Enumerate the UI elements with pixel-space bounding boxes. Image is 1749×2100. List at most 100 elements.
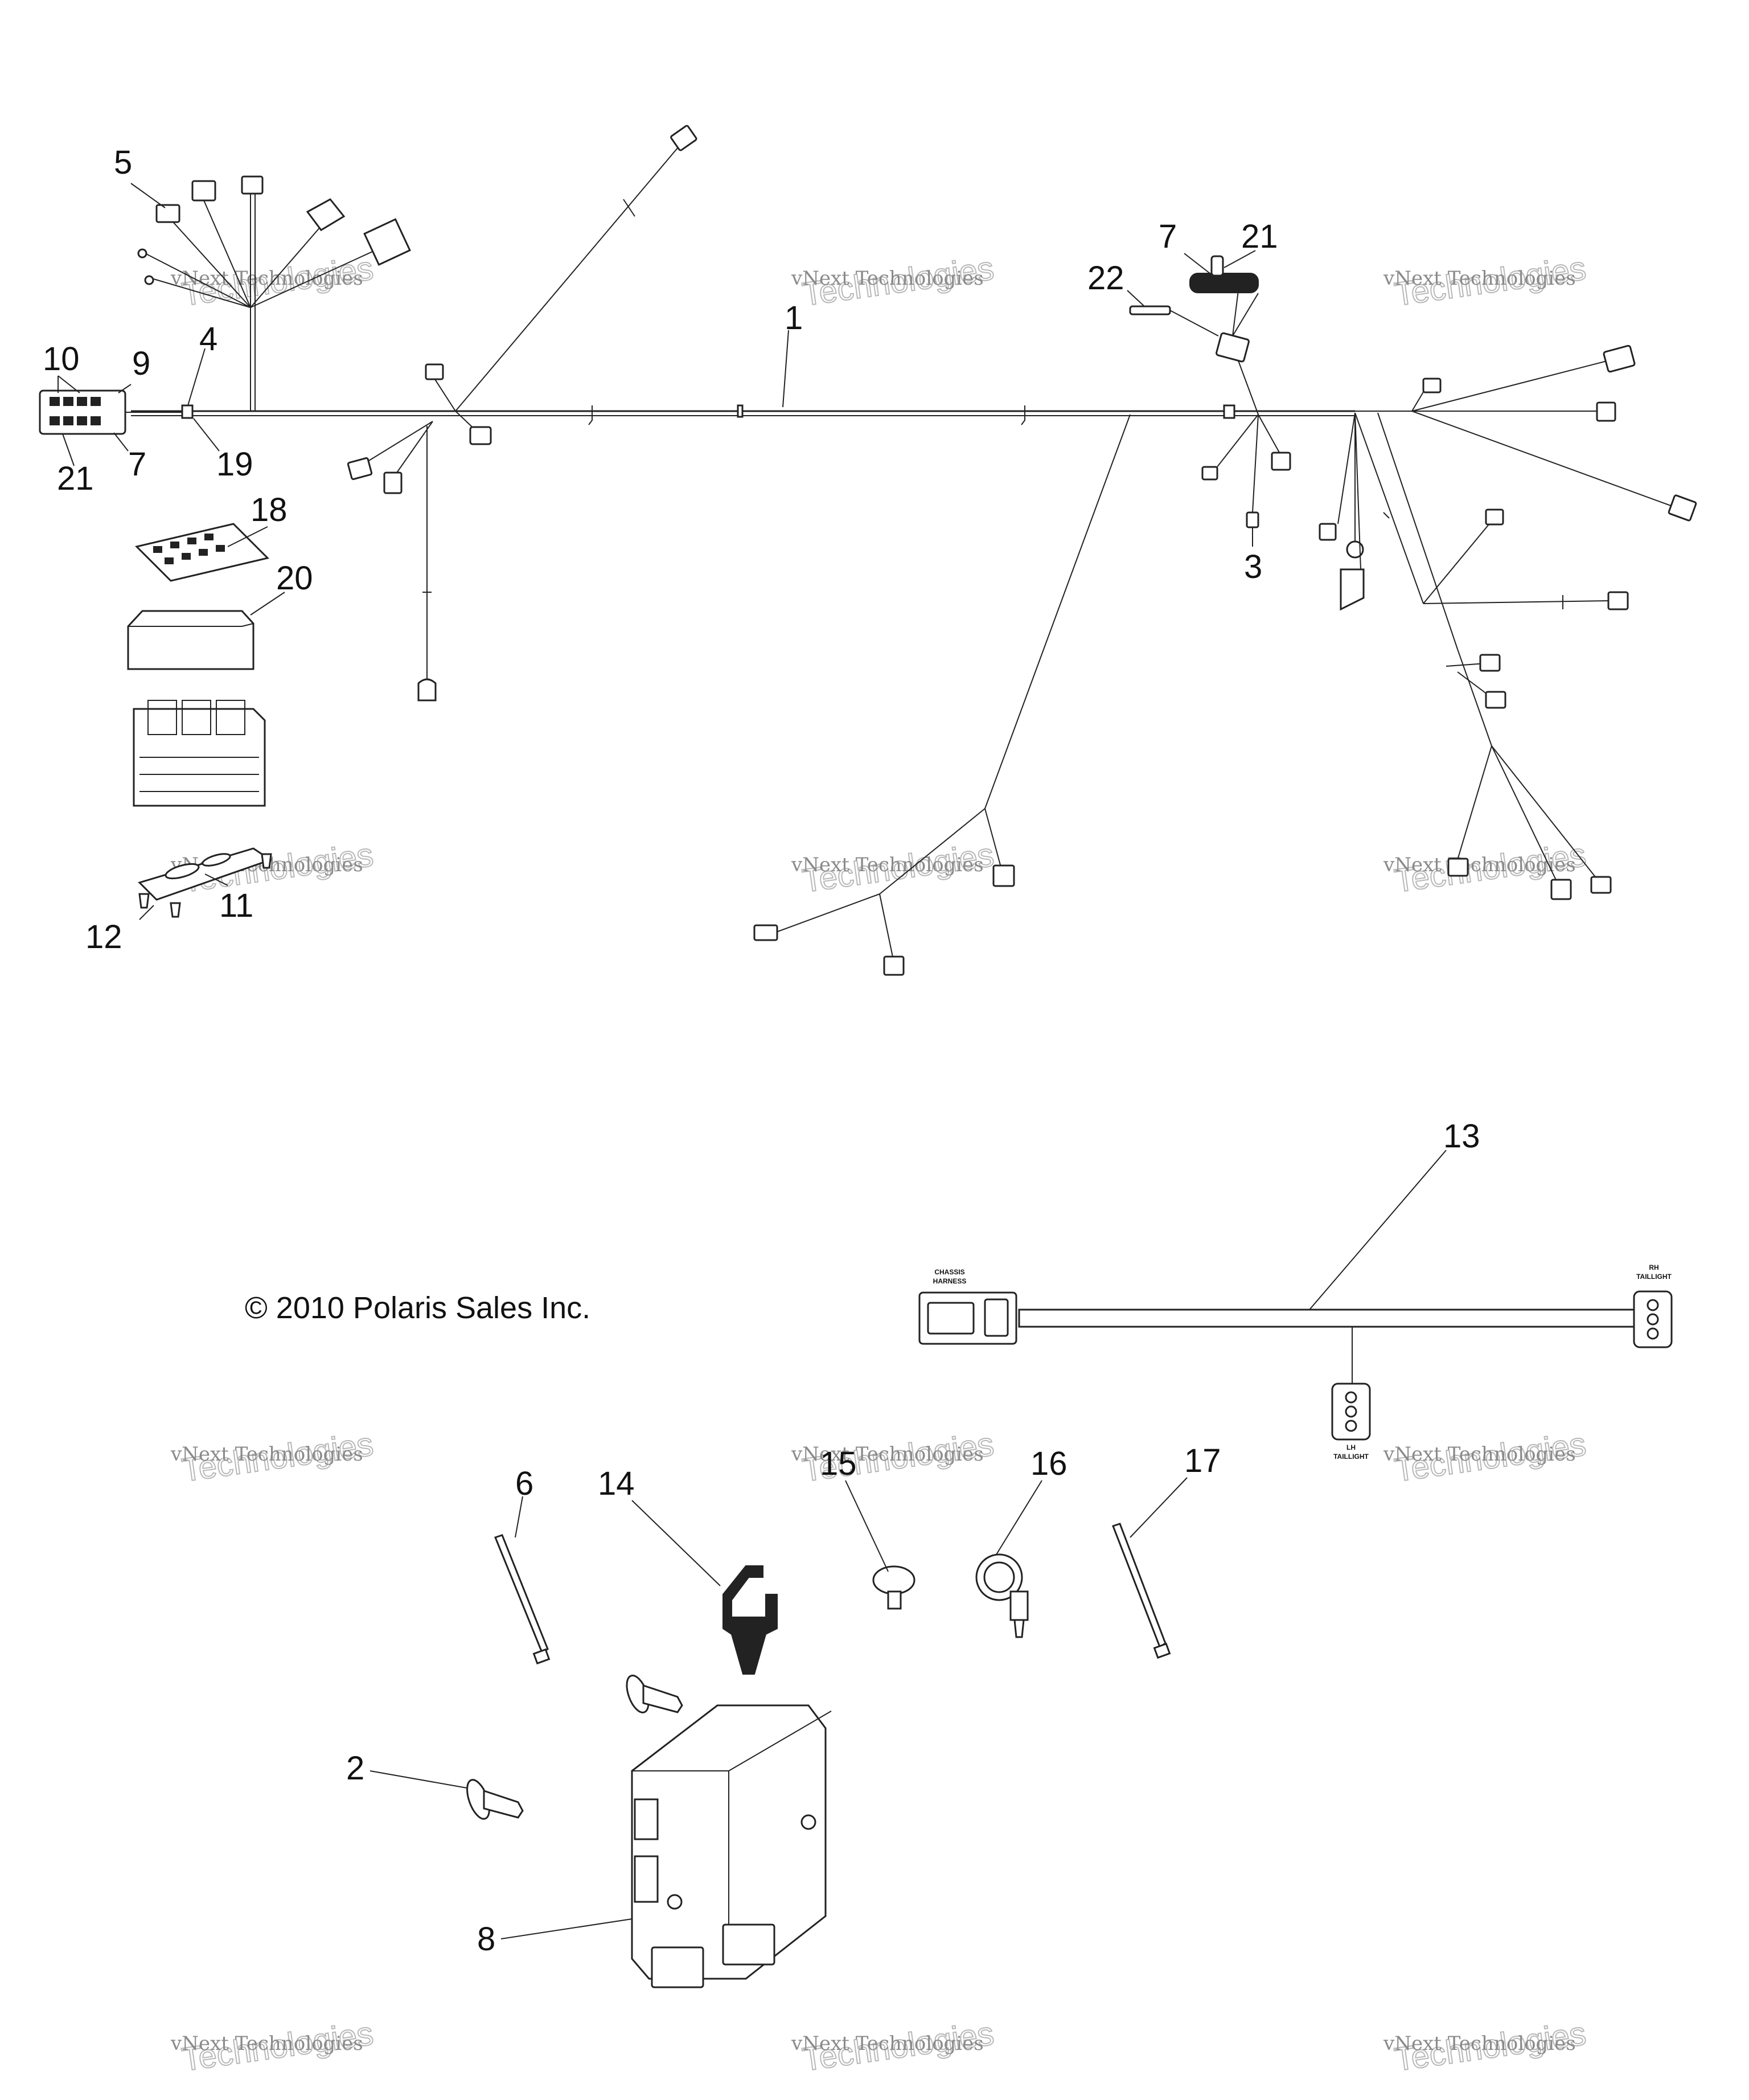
wire	[1258, 414, 1282, 456]
connector	[883, 955, 905, 976]
connector	[469, 426, 492, 445]
wire	[1232, 293, 1259, 337]
bracket-slot	[202, 853, 231, 867]
wire	[984, 414, 1131, 809]
pin	[1647, 1327, 1659, 1340]
bracket-slot	[165, 863, 200, 880]
watermark-text: vNext Technologies	[1383, 2032, 1576, 2055]
callouts: 1 2 3 4 5 6 7 7 8 9 10 11 12 13 14 15 16…	[43, 144, 1480, 1958]
connector	[347, 457, 373, 480]
lh-taillight-label-1: LH	[1346, 1443, 1356, 1451]
connector	[425, 363, 444, 380]
watermark-text: vNext Technologies	[1383, 854, 1576, 876]
connector-latch	[984, 1298, 1009, 1337]
connector	[1590, 876, 1612, 894]
pin	[1345, 1391, 1357, 1404]
watermark-text: vNext Technologies	[791, 2032, 984, 2055]
connector	[992, 864, 1015, 887]
callout-5: 5	[114, 144, 132, 181]
callout-10: 10	[43, 341, 80, 378]
main-harness	[131, 125, 1697, 976]
rivet-shank	[642, 1684, 683, 1713]
wire	[1232, 290, 1239, 337]
wire	[1491, 745, 1561, 889]
watermark-text: vNext Technologies	[791, 854, 984, 876]
watermarks: Technologies vNext Technologies Technolo…	[170, 249, 1589, 2078]
fuses	[50, 397, 101, 425]
callout-1: 1	[785, 300, 803, 337]
wire	[1423, 600, 1612, 604]
watermark: Technologies vNext Technologies	[170, 2014, 376, 2078]
hose-clamp-15	[872, 1565, 915, 1595]
ecu-tab	[634, 1798, 659, 1840]
connector	[1216, 332, 1250, 363]
clamp-stem	[887, 1590, 902, 1610]
terminal	[137, 248, 147, 259]
pin	[1345, 1420, 1357, 1432]
connector	[1479, 654, 1501, 672]
push-clip-14	[722, 1565, 778, 1675]
callout-13: 13	[1443, 1118, 1480, 1155]
watermark-text: vNext Technologies	[1383, 1443, 1576, 1466]
watermark: Technologies vNext Technologies	[170, 1425, 376, 1489]
wire	[771, 893, 880, 934]
callout-20: 20	[276, 560, 313, 597]
wire	[1411, 411, 1674, 507]
leader-lines	[58, 183, 1447, 1939]
watermark-text: vNext Technologies	[170, 2032, 363, 2055]
label-cells	[153, 534, 225, 564]
watermark: Technologies vNext Technologies	[791, 249, 997, 313]
wire	[1423, 520, 1492, 604]
connector	[191, 180, 216, 202]
terminal	[144, 275, 154, 285]
chassis-harness-label-1: CHASSIS	[934, 1268, 964, 1276]
relay-details	[139, 700, 259, 792]
callout-6: 6	[515, 1465, 533, 1502]
tie	[1383, 512, 1390, 519]
clamp-fastener	[1009, 1590, 1029, 1621]
callout-7-left: 7	[128, 446, 146, 483]
fuse-21	[1210, 255, 1224, 277]
wire	[1354, 412, 1361, 570]
connector	[670, 125, 697, 151]
harness-clip-4	[181, 404, 194, 419]
callout-19: 19	[216, 446, 253, 483]
wire	[1491, 745, 1600, 883]
connector	[1485, 508, 1504, 526]
pin	[1345, 1405, 1357, 1418]
wire	[358, 421, 433, 467]
clamp-inner	[983, 1561, 1015, 1593]
wire	[1457, 745, 1492, 860]
screw-12	[261, 853, 272, 869]
wire	[984, 808, 1003, 872]
connector	[155, 204, 180, 223]
wire	[250, 244, 388, 308]
callout-2: 2	[346, 1750, 364, 1787]
pin	[1647, 1313, 1659, 1326]
watermark: Technologies vNext Technologies	[1383, 249, 1589, 313]
chassis-harness-label-2: HARNESS	[933, 1277, 967, 1285]
tie	[623, 199, 635, 217]
callout-4: 4	[199, 321, 217, 358]
ecu-mount-hole	[800, 1814, 816, 1830]
watermark-text: vNext Technologies	[791, 1443, 984, 1466]
screw-12	[138, 893, 150, 909]
connector	[753, 924, 778, 941]
wire	[1354, 412, 1424, 604]
cable-tie-head	[532, 1648, 551, 1665]
wire	[1169, 310, 1219, 337]
wire	[167, 216, 251, 308]
ecu-mount-hole	[667, 1894, 683, 1910]
cover-edge	[128, 623, 254, 627]
harness-clip	[1021, 405, 1025, 425]
wire	[879, 893, 894, 963]
callout-3: 3	[1244, 548, 1262, 585]
watermark-text: vNext Technologies	[170, 1443, 363, 1466]
wire	[432, 375, 456, 412]
wire	[153, 278, 251, 308]
taillight-harness-13: CHASSIS HARNESS RH TAILLIGHT LH TAILLIGH…	[918, 1264, 1673, 1461]
watermark-text: vNext Technologies	[791, 267, 984, 290]
callout-18: 18	[251, 491, 288, 528]
callout-15: 15	[820, 1445, 857, 1482]
